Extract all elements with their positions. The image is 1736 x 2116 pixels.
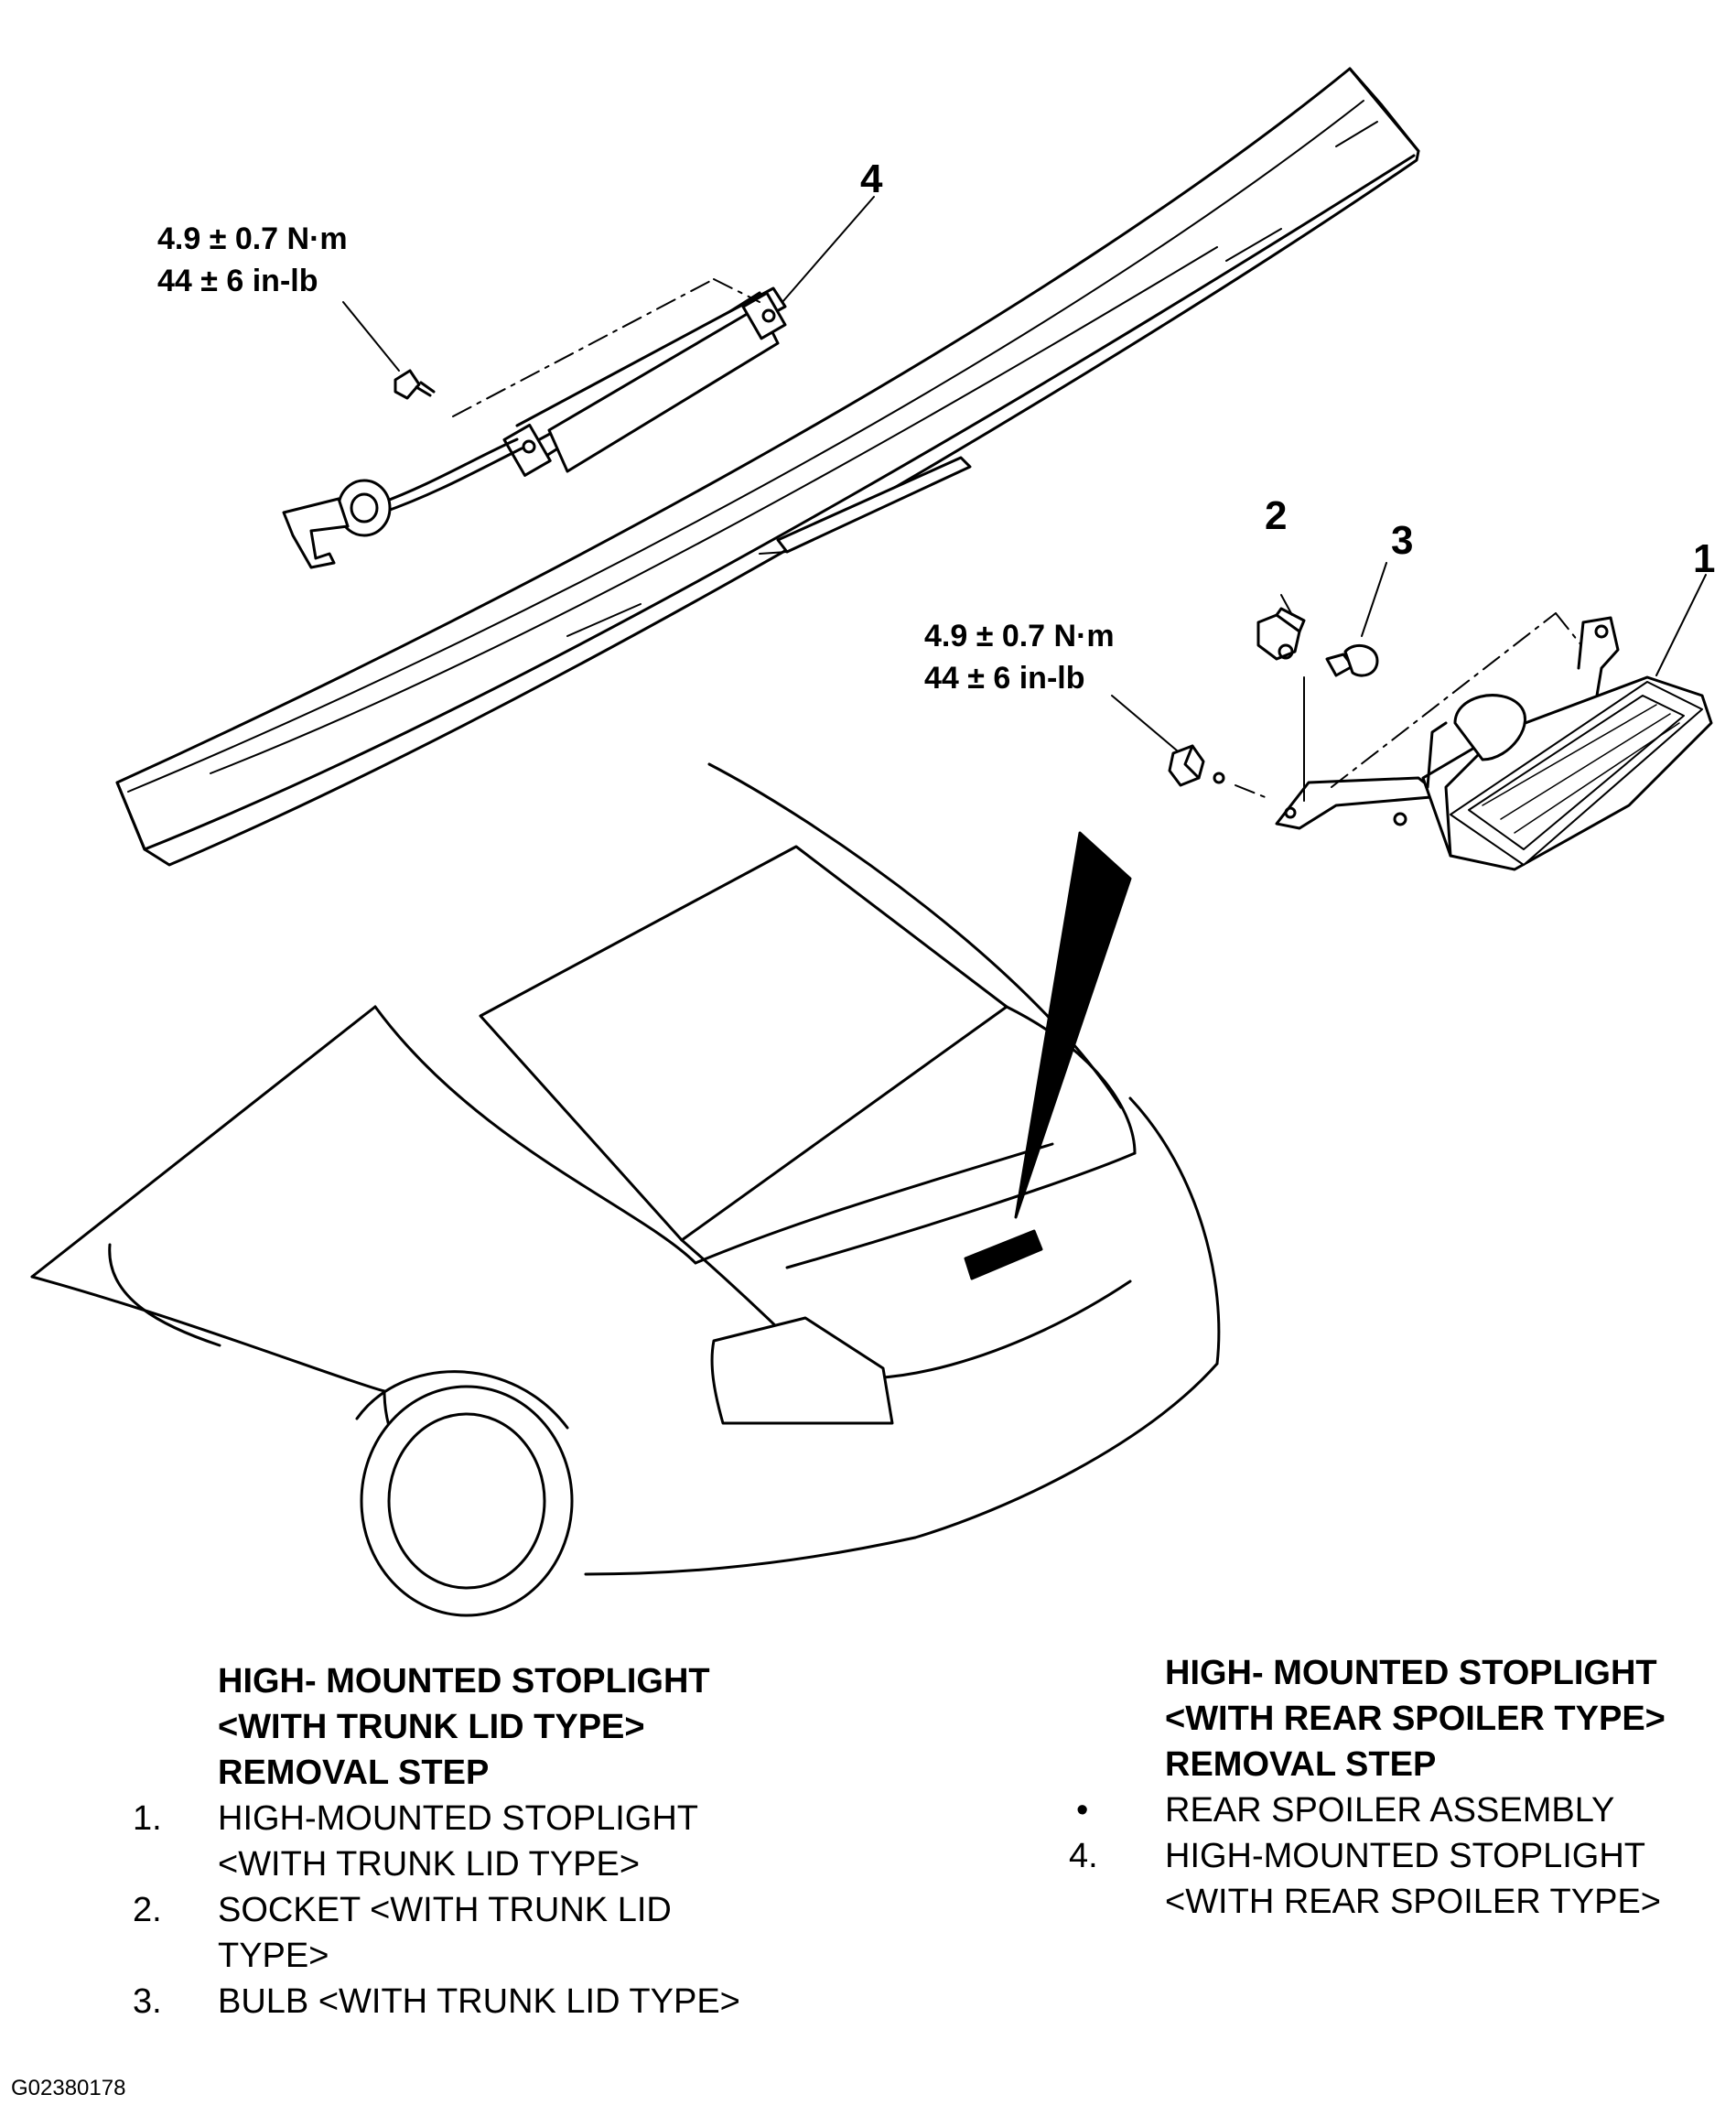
step-text: <WITH TRUNK LID TYPE> xyxy=(218,1845,641,1884)
rear-spoiler-removal-steps: HIGH- MOUNTED STOPLIGHT <WITH REAR SPOIL… xyxy=(1069,1650,1728,1925)
step-item: 2. SOCKET <WITH TRUNK LID TYPE> xyxy=(133,1887,828,1979)
step-text: HIGH-MOUNTED STOPLIGHT xyxy=(1165,1837,1645,1875)
step-number: 3. xyxy=(133,1982,162,2021)
callout-4: 4 xyxy=(860,157,883,201)
callout-2: 2 xyxy=(1265,493,1287,538)
step-bullet: • xyxy=(1076,1791,1089,1830)
trunk-lid-step-list: 1. HIGH-MOUNTED STOPLIGHT <WITH TRUNK LI… xyxy=(133,1796,828,2024)
step-text: BULB <WITH TRUNK LID TYPE> xyxy=(218,1982,740,2021)
callout-1: 1 xyxy=(1693,536,1715,581)
step-text: HIGH-MOUNTED STOPLIGHT xyxy=(218,1799,698,1838)
trunk-lid-removal-steps: HIGH- MOUNTED STOPLIGHT <WITH TRUNK LID … xyxy=(133,1658,828,2024)
trunk-lid-stoplight xyxy=(1275,616,1713,871)
nut-right xyxy=(1111,695,1268,799)
trunk-lid-title-line-3: REMOVAL STEP xyxy=(218,1754,490,1792)
rear-spoiler-step-list: • REAR SPOILER ASSEMBLY 4. HIGH-MOUNTED … xyxy=(1069,1787,1728,1925)
rear-spoiler-title-line-2: <WITH REAR SPOILER TYPE> xyxy=(1165,1700,1666,1738)
callout-3: 3 xyxy=(1391,518,1413,563)
step-number: 4. xyxy=(1069,1837,1098,1875)
spoiler-stoplight xyxy=(282,286,787,569)
rear-spoiler-title-line-3: REMOVAL STEP xyxy=(1165,1745,1437,1784)
step-text: SOCKET <WITH TRUNK LID xyxy=(218,1891,672,1929)
trunk-lid-title-line-2: <WITH TRUNK LID TYPE> xyxy=(218,1708,645,1746)
figure-id: G02380178 xyxy=(11,2076,126,2100)
step-number: 1. xyxy=(133,1799,162,1838)
step-text: TYPE> xyxy=(218,1937,329,1975)
rear-spoiler-title-line-1: HIGH- MOUNTED STOPLIGHT xyxy=(1165,1654,1657,1692)
torque-right-nm: 4.9 ± 0.7 N·m xyxy=(924,619,1115,653)
exploded-view-diagram: 4 2 3 1 4.9 ± 0.7 N·m 44 ± 6 in-lb 4.9 ±… xyxy=(30,67,1715,1617)
step-number: 2. xyxy=(133,1891,162,1929)
torque-upper-nm: 4.9 ± 0.7 N·m xyxy=(157,221,348,256)
torque-right-inlb: 44 ± 6 in-lb xyxy=(924,661,1084,696)
trunk-lid-title-line-1: HIGH- MOUNTED STOPLIGHT xyxy=(218,1662,710,1700)
step-item: 3. BULB <WITH TRUNK LID TYPE> xyxy=(133,1979,828,2024)
torque-upper-inlb: 44 ± 6 in-lb xyxy=(157,264,318,298)
bolt-upper xyxy=(342,278,760,417)
rear-spoiler xyxy=(115,67,1420,867)
step-item: 4. HIGH-MOUNTED STOPLIGHT <WITH REAR SPO… xyxy=(1069,1833,1728,1925)
step-text: <WITH REAR SPOILER TYPE> xyxy=(1165,1883,1662,1921)
step-text: REAR SPOILER ASSEMBLY xyxy=(1165,1791,1615,1830)
step-item: • REAR SPOILER ASSEMBLY xyxy=(1069,1787,1728,1833)
bulb xyxy=(1325,562,1387,677)
step-item: 1. HIGH-MOUNTED STOPLIGHT <WITH TRUNK LI… xyxy=(133,1796,828,1887)
socket xyxy=(1256,594,1306,661)
vehicle-outline xyxy=(30,762,1221,1617)
